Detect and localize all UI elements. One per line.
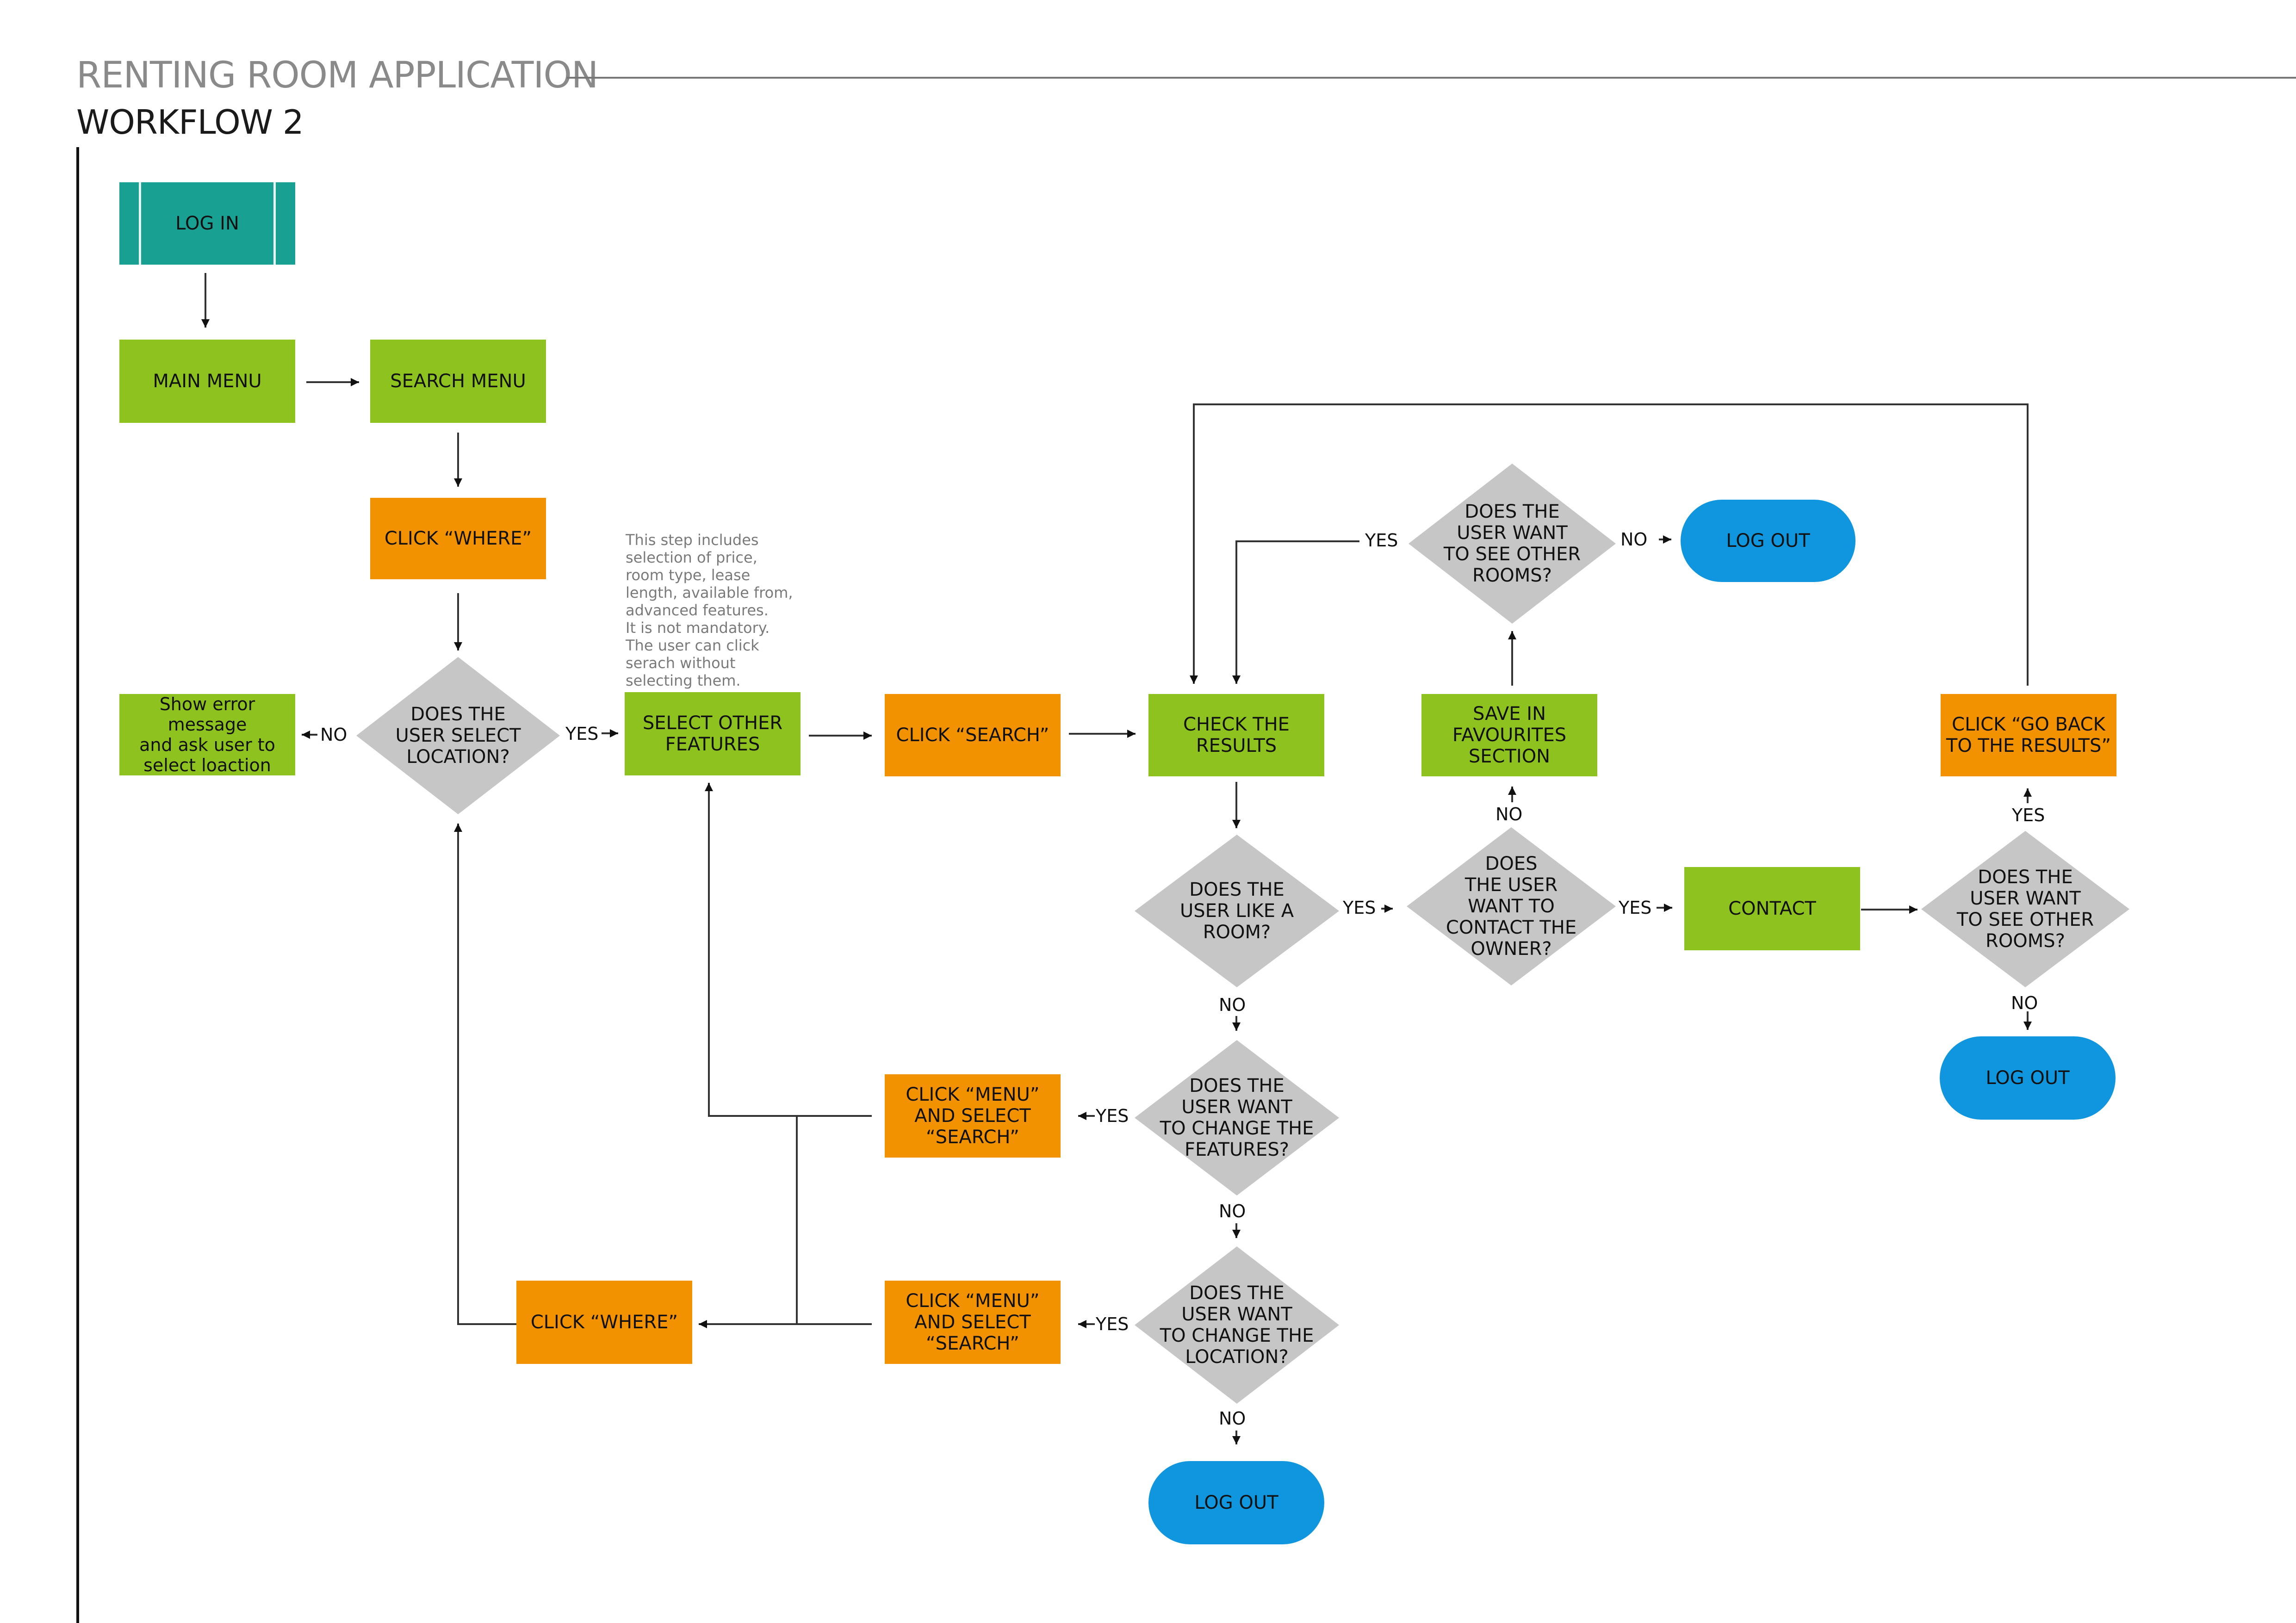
login-label: LOG IN [175,213,239,234]
no-label-features: NO [1219,1201,1246,1221]
yes-label-like: YES [1343,898,1376,918]
menu-search-node-1: CLICK “MENU” AND SELECT “SEARCH” [885,1074,1061,1158]
yes-label-features: YES [1096,1106,1129,1126]
check-results-node: CHECK THE RESULTS [1148,694,1324,776]
like-room-question: DOES THE USER LIKE A ROOM? [1179,879,1294,943]
click-where-node: CLICK “WHERE” [370,498,546,579]
menu-search-label-1: CLICK “MENU” AND SELECT “SEARCH” [906,1084,1040,1148]
contact-owner-decision: DOES THE USER WANT TO CONTACT THE OWNER? [1407,827,1616,985]
logout-label-1: LOG OUT [1726,530,1810,551]
save-favourites-node: SAVE IN FAVOURITES SECTION [1421,694,1597,776]
no-label-like: NO [1219,995,1246,1015]
logout-node-1: LOG OUT [1681,500,1855,582]
error-label: Show error message and ask user to selec… [139,694,275,775]
no-label-location-change: NO [1219,1408,1246,1429]
click-where-label: CLICK “WHERE” [384,528,532,549]
click-search-label: CLICK “SEARCH” [896,725,1049,746]
go-back-label: CLICK “GO BACK TO THE RESULTS” [1946,714,2111,756]
see-other-rooms-question-2: DOES THE USER WANT TO SEE OTHER ROOMS? [1956,867,2094,952]
main-menu-label: MAIN MENU [153,371,262,392]
diagram-subtitle: WORKFLOW 2 [76,103,304,142]
login-node: LOG IN [119,182,295,265]
login-left-bar [139,182,141,265]
like-room-decision: DOES THE USER LIKE A ROOM? [1135,835,1339,987]
contact-node: CONTACT [1684,867,1860,950]
no-label-location: NO [320,725,348,745]
menu-search-label-2: CLICK “MENU” AND SELECT “SEARCH” [906,1290,1040,1354]
menu-search-node-2: CLICK “MENU” AND SELECT “SEARCH” [885,1281,1061,1364]
click-where-label-2: CLICK “WHERE” [530,1312,678,1333]
login-right-bar [273,182,276,265]
go-back-node: CLICK “GO BACK TO THE RESULTS” [1941,694,2116,776]
see-other-rooms-decision-1: DOES THE USER WANT TO SEE OTHER ROOMS? [1409,464,1616,624]
no-label-see-other-2: NO [2011,993,2038,1013]
error-node: Show error message and ask user to selec… [119,694,295,775]
see-other-rooms-decision-2: DOES THE USER WANT TO SEE OTHER ROOMS? [1921,831,2129,987]
change-features-question: DOES THE USER WANT TO CHANGE THE FEATURE… [1160,1075,1314,1160]
no-label-contact: NO [1496,804,1523,824]
logout-label-3: LOG OUT [1194,1492,1278,1513]
logout-node-3: LOG OUT [1148,1461,1324,1544]
change-location-question: DOES THE USER WANT TO CHANGE THE LOCATIO… [1160,1282,1314,1368]
yes-label-see-other-1: YES [1365,530,1398,551]
change-location-decision: DOES THE USER WANT TO CHANGE THE LOCATIO… [1135,1246,1339,1404]
search-menu-node: SEARCH MENU [370,340,546,423]
check-results-label: CHECK THE RESULTS [1183,714,1290,756]
logout-node-2: LOG OUT [1940,1036,2116,1120]
features-note: This step includes selection of price, r… [626,531,793,689]
click-where-node-2: CLICK “WHERE” [516,1281,692,1364]
main-menu-node: MAIN MENU [119,340,295,423]
yes-label-location: YES [565,724,599,744]
contact-label: CONTACT [1728,898,1816,919]
select-location-question: DOES THE USER SELECT LOCATION? [395,704,521,768]
select-features-label: SELECT OTHER FEATURES [642,712,783,755]
yes-label-location-change: YES [1096,1314,1129,1334]
save-favourites-label: SAVE IN FAVOURITES SECTION [1452,703,1567,767]
yes-label-see-other-2: YES [2012,805,2045,825]
change-features-decision: DOES THE USER WANT TO CHANGE THE FEATURE… [1135,1040,1339,1196]
search-menu-label: SEARCH MENU [390,371,526,392]
select-location-decision: DOES THE USER SELECT LOCATION? [356,657,560,814]
diagram-title: RENTING ROOM APPLICATION [76,55,598,96]
logout-label-2: LOG OUT [1986,1067,2070,1089]
select-features-node: SELECT OTHER FEATURES [625,692,800,775]
contact-owner-question: DOES THE USER WANT TO CONTACT THE OWNER? [1446,853,1577,960]
yes-label-contact: YES [1619,898,1652,918]
see-other-rooms-question-1: DOES THE USER WANT TO SEE OTHER ROOMS? [1443,501,1581,586]
click-search-node: CLICK “SEARCH” [885,694,1061,776]
no-label-see-other-1: NO [1620,529,1648,550]
